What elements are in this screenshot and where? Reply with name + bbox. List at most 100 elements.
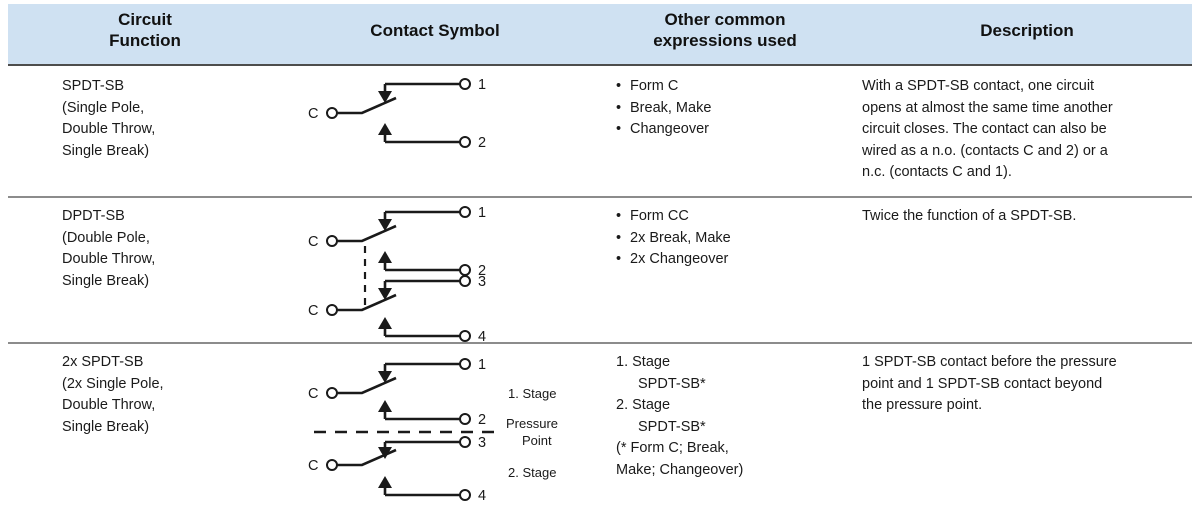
description-line-4: wired as a n.o. (contacts C and 2) or a [862, 142, 1108, 159]
column-header-line1: Contact Symbol [370, 20, 500, 40]
column-header-circuit-function: Circuit Function [0, 0, 290, 60]
cell-circuit-function: 2x SPDT-SB (2x Single Pole, Double Throw… [62, 352, 292, 438]
function-detail-3: Single Break) [62, 418, 150, 435]
function-name: 2x SPDT-SB [62, 354, 144, 370]
list-item: 2x Break, Make [616, 228, 866, 250]
pressure-point-label-line2: Point [522, 433, 552, 448]
description-line-1: Twice the function of a SPDT-SB. [862, 208, 1077, 224]
expression-list: Form CC 2x Break, Make 2x Changeover [616, 206, 866, 271]
expression-footnote-line-2: Make; Changeover) [616, 461, 744, 478]
terminal-label-2: 2 [478, 135, 486, 151]
terminal-node-c-lower [326, 304, 338, 316]
list-item: Form CC [616, 206, 866, 228]
column-header-line2: Function [109, 31, 181, 50]
cell-other-expressions: Form CC 2x Break, Make 2x Changeover [616, 206, 866, 271]
pressure-point-label-line1: Pressure [506, 416, 558, 431]
description-line-2: opens at almost the same time another [862, 99, 1113, 116]
description-line-5: n.c. (contacts C and 1). [862, 164, 1012, 180]
column-header-line2: expressions used [653, 31, 797, 50]
two-stage-spdt-symbol-diagram: C 1 2 C [308, 357, 558, 502]
terminal-label-3: 3 [478, 274, 486, 290]
row-divider-2 [8, 342, 1192, 344]
contact-2-arrowhead-up-icon [378, 251, 392, 263]
description-line-2: point and 1 SPDT-SB contact beyond [862, 375, 1103, 392]
cell-circuit-function: DPDT-SB (Double Pole, Double Throw, Sing… [62, 206, 292, 292]
function-detail-2: Double Throw, [62, 121, 156, 137]
terminal-label-c-upper: C [308, 386, 318, 402]
function-detail-3: Single Break) [62, 142, 150, 159]
switch-blade-stage-1 [337, 376, 397, 395]
terminal-node-c-lower [326, 459, 338, 471]
switch-blade-lower [337, 293, 397, 312]
spdt-sb-symbol-diagram: C 1 2 [308, 77, 486, 151]
list-item: Break, Make [616, 98, 866, 120]
terminal-node-c [326, 107, 338, 119]
terminal-node-c-upper [326, 387, 338, 399]
stage-2-label: 2. Stage [508, 465, 556, 480]
column-header-description: Description [870, 0, 1184, 60]
list-item: Changeover [616, 119, 866, 141]
cell-description: 1 SPDT-SB contact before the pressure po… [862, 352, 1192, 417]
terminal-node-4 [459, 489, 471, 501]
terminal-node-2 [459, 413, 471, 425]
stage-1-label: 1. Stage [508, 386, 556, 401]
list-item: Form C [616, 76, 866, 98]
column-header-other-expressions: Other common expressions used [580, 0, 870, 60]
terminal-label-c-lower: C [308, 303, 318, 319]
cell-description: With a SPDT-SB contact, one circuit open… [862, 76, 1192, 184]
terminal-label-2: 2 [478, 263, 486, 279]
expression-footnote-line-1: (* Form C; Break, [616, 440, 729, 456]
function-detail-1: (Single Pole, [62, 99, 145, 116]
contact-4-arrowhead-up-icon [378, 317, 392, 329]
switch-blade-upper [337, 224, 397, 243]
function-detail-1: (Double Pole, [62, 229, 150, 246]
expression-stage-2: 2. Stage [616, 397, 671, 413]
cell-circuit-function: SPDT-SB (Single Pole, Double Throw, Sing… [62, 76, 292, 162]
function-detail-2: Double Throw, [62, 397, 156, 413]
expression-stage-1: 1. Stage [616, 354, 671, 370]
terminal-node-c-upper [326, 235, 338, 247]
terminal-node-1 [459, 358, 471, 370]
expression-list: Form C Break, Make Changeover [616, 76, 866, 141]
contact-1-arrowhead-down-icon [378, 91, 392, 103]
function-name: DPDT-SB [62, 208, 125, 224]
terminal-node-3 [459, 275, 471, 287]
terminal-label-3: 3 [478, 435, 486, 451]
terminal-label-1: 1 [478, 357, 486, 373]
terminal-label-c: C [308, 106, 318, 122]
contact-1-arrowhead-down-icon [378, 219, 392, 231]
column-header-line1: Circuit [118, 10, 172, 29]
contact-2-arrowhead-up-icon [378, 123, 392, 135]
function-name: SPDT-SB [62, 78, 125, 94]
description-line-3: the pressure point. [862, 397, 983, 413]
row-divider-1 [8, 196, 1192, 198]
terminal-label-1: 1 [478, 206, 486, 221]
terminal-node-1 [459, 78, 471, 90]
terminal-label-1: 1 [478, 77, 486, 93]
cell-other-expressions: 1. Stage SPDT-SB* 2. Stage SPDT-SB* (* F… [616, 352, 866, 481]
column-header-line1: Description [980, 20, 1074, 40]
expression-stage-1-type: SPDT-SB* [638, 375, 706, 392]
terminal-node-3 [459, 436, 471, 448]
function-detail-1: (2x Single Pole, [62, 375, 164, 392]
dpdt-sb-symbol-diagram: C 1 2 C 3 [308, 206, 486, 342]
cell-description: Twice the function of a SPDT-SB. [862, 206, 1192, 228]
expression-stage-2-type: SPDT-SB* [638, 418, 706, 435]
terminal-label-2: 2 [478, 412, 486, 428]
terminal-label-4: 4 [478, 488, 486, 502]
terminal-node-2 [459, 136, 471, 148]
cell-other-expressions: Form C Break, Make Changeover [616, 76, 866, 141]
function-detail-3: Single Break) [62, 272, 150, 289]
cell-contact-symbol: C 1 2 C 3 [300, 206, 580, 342]
header-bottom-rule [8, 64, 1192, 66]
contact-4-arrowhead-up-icon [378, 476, 392, 488]
terminal-node-4 [459, 330, 471, 342]
contact-3-arrowhead-down-icon [378, 447, 392, 459]
column-header-contact-symbol: Contact Symbol [290, 0, 580, 60]
cell-contact-symbol: C 1 2 [300, 76, 580, 166]
terminal-label-c-upper: C [308, 234, 318, 250]
table-header-band [8, 4, 1192, 64]
function-detail-2: Double Throw, [62, 251, 156, 267]
terminal-node-2 [459, 264, 471, 276]
